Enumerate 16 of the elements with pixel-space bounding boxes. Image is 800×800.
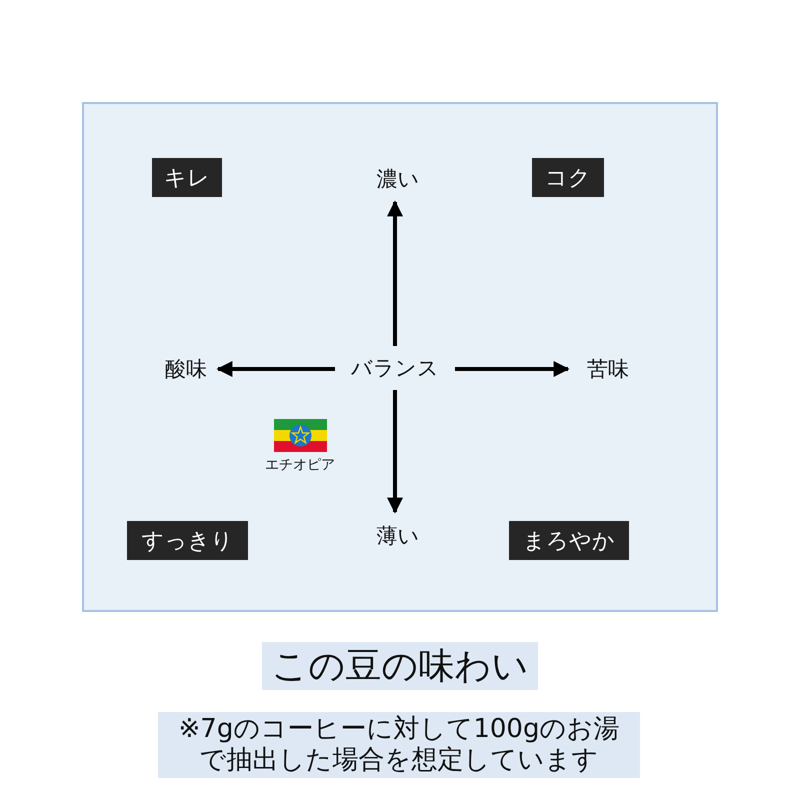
axis-label: 苦味: [580, 354, 636, 384]
flavor-tag: キレ: [152, 158, 222, 197]
arrow: [216, 361, 335, 377]
axis-label: 薄い: [366, 520, 430, 552]
axis-label: 濃い: [366, 164, 430, 194]
flavor-tag: まろやか: [509, 521, 629, 560]
arrow: [387, 200, 403, 346]
flavor-tag: すっきり: [127, 521, 248, 560]
arrow: [455, 361, 570, 377]
arrow: [387, 390, 403, 514]
axis-label: 酸味: [158, 354, 214, 384]
flavor-tag: コク: [532, 158, 604, 197]
axis-label: バランス: [338, 352, 452, 384]
title: この豆の味わい: [262, 642, 538, 690]
country-label: エチオピア: [264, 456, 336, 475]
note: ※7gのコーヒーに対して100gのお湯で抽出した場合を想定しています: [158, 712, 640, 778]
